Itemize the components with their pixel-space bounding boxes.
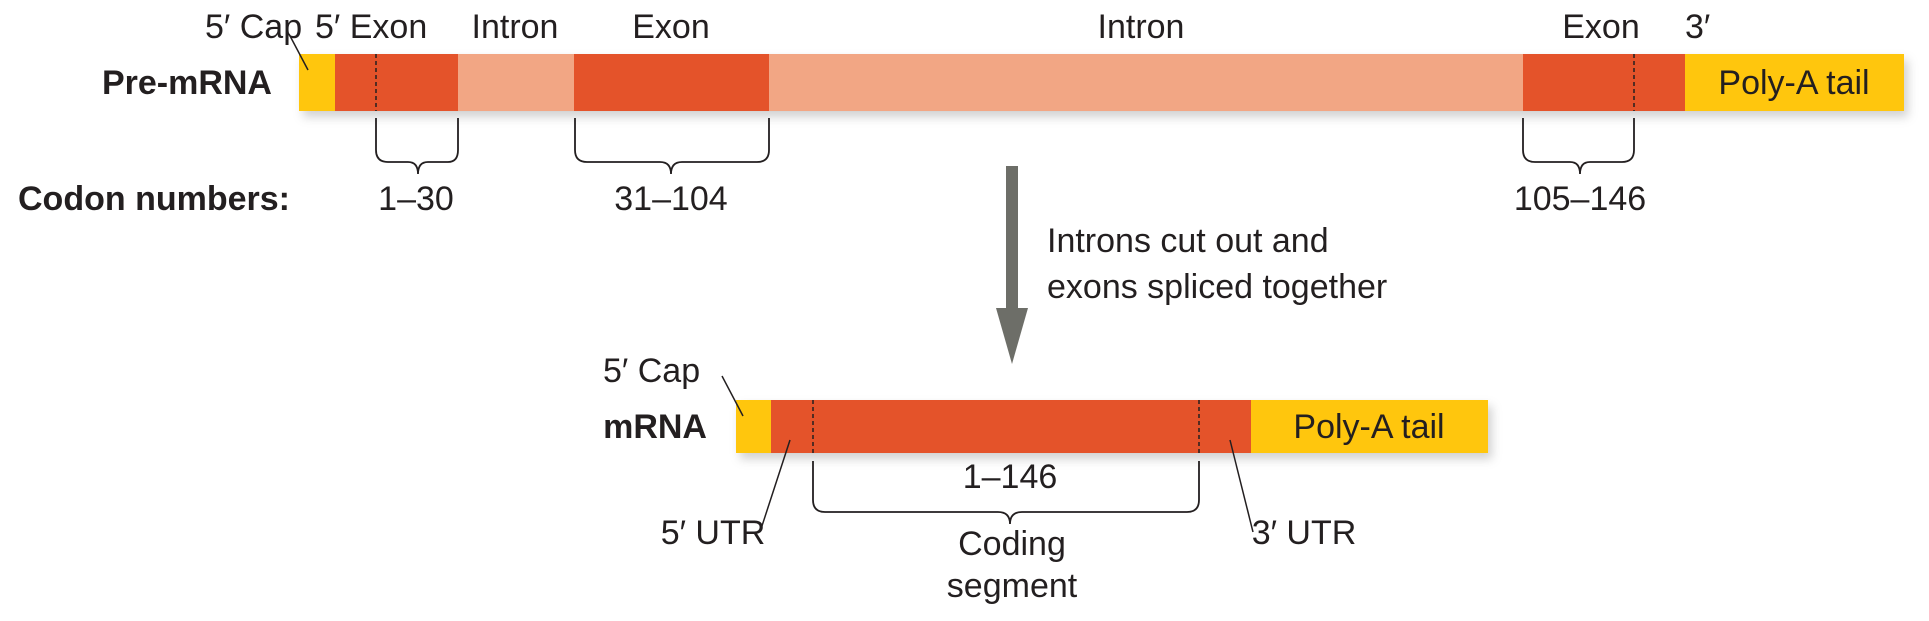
- label-5-cap: 5′ Cap: [205, 8, 302, 46]
- pre-mrna-exon-2: [574, 54, 769, 111]
- mrna-poly-a-tail: [1251, 400, 1488, 453]
- label-3-prime: 3′: [1685, 8, 1710, 46]
- mrna-bar: [736, 400, 1488, 453]
- mrna-cap: [736, 400, 771, 453]
- down-arrow-icon: [996, 166, 1028, 364]
- coding-segment-line-1: Coding: [958, 525, 1066, 563]
- coding-brace: [812, 461, 1200, 525]
- codon-range-2: 31–104: [614, 180, 727, 218]
- pre-mrna-bar: [299, 54, 1904, 111]
- pre-mrna-intron-1: [458, 54, 574, 111]
- coding-segment-line-2: segment: [947, 567, 1078, 605]
- cap-pointer: [288, 33, 309, 71]
- codon-numbers-label: Codon numbers:: [18, 180, 290, 218]
- pre-mrna-exon-3: [1523, 54, 1685, 111]
- poly-a-label: Poly-A tail: [1718, 64, 1869, 102]
- mrna-exons: [771, 400, 1251, 453]
- brace-105-146: [1522, 118, 1635, 175]
- utr5-pointer: [759, 439, 791, 533]
- codon-range-1: 1–30: [378, 180, 454, 218]
- pre-mrna-label: Pre-mRNA: [102, 64, 272, 102]
- pre-mrna-poly-a-tail: [1685, 54, 1904, 111]
- brace-1-30: [375, 118, 459, 175]
- mrna-cap-label: 5′ Cap: [603, 352, 700, 390]
- label-exon-2: Exon: [632, 8, 710, 46]
- pre-mrna-intron-2: [769, 54, 1523, 111]
- label-5-exon: 5′ Exon: [315, 8, 427, 46]
- pre-mrna-exon-1: [335, 54, 458, 111]
- label-intron-1: Intron: [472, 8, 559, 46]
- label-intron-2: Intron: [1098, 8, 1185, 46]
- coding-range: 1–146: [963, 458, 1058, 496]
- arrow-caption-line-1: Introns cut out and: [1047, 222, 1329, 260]
- arrow-caption-line-2: exons spliced together: [1047, 268, 1387, 306]
- brace-31-104: [574, 118, 770, 175]
- label-exon-3: Exon: [1562, 8, 1640, 46]
- utr5-label: 5′ UTR: [661, 514, 766, 552]
- utr3-pointer: [1229, 439, 1254, 533]
- mrna-cap-pointer: [721, 375, 744, 417]
- utr3-label: 3′ UTR: [1252, 514, 1357, 552]
- mrna-poly-a-label: Poly-A tail: [1293, 408, 1444, 446]
- mrna-label: mRNA: [603, 408, 707, 446]
- codon-range-3: 105–146: [1514, 180, 1646, 218]
